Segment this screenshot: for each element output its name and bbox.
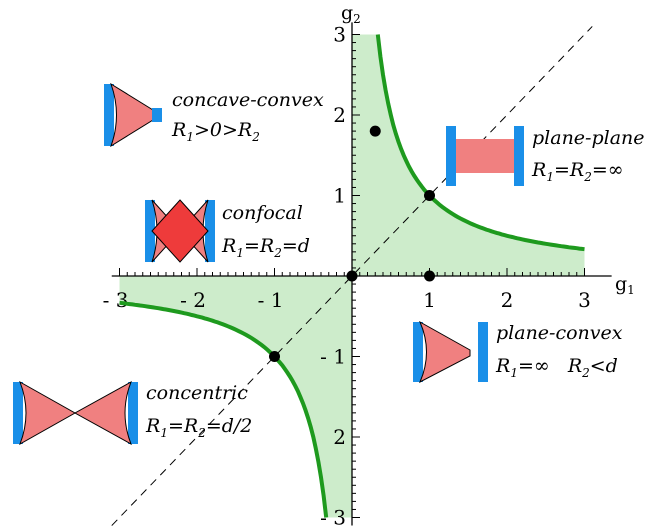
x-axis-ticks: - 3 - 2 - 1 1 2 3	[103, 268, 591, 312]
label-concentric: concentric R1=R2=d/2	[145, 382, 252, 440]
x-axis-label: g1	[615, 273, 635, 297]
plane-plane-condition: R1=R2=∞	[531, 159, 624, 184]
y-tick-label: 1	[333, 184, 346, 208]
concentric-name: concentric	[146, 382, 248, 404]
y-tick-label: 3	[333, 23, 346, 47]
label-concave-convex: concave-convex R1>0>R2	[171, 89, 324, 144]
plane-plane-cavity-icon	[446, 126, 524, 186]
x-tick-label: 3	[578, 288, 591, 312]
label-plane-plane: plane-plane R1=R2=∞	[531, 127, 645, 184]
x-tick-label: 1	[423, 288, 436, 312]
stable-region	[119, 34, 585, 518]
label-plane-convex: plane-convex R1=∞ R2<d	[495, 322, 623, 380]
y-tick-label: - 1	[320, 345, 346, 369]
axes: - 3 - 2 - 1 1 2 3 3 2 1 - 1 2 - 3	[103, 22, 612, 530]
configuration-point	[424, 270, 435, 282]
configuration-points	[269, 125, 435, 362]
concave-convex-condition: R1>0>R2	[171, 119, 260, 144]
diagonal-dashed-line	[111, 26, 593, 526]
confocal-cavity-icon	[145, 199, 215, 263]
x-tick-label: - 1	[258, 288, 284, 312]
concentric-cavity-icon	[13, 380, 138, 446]
y-tick-label: 2	[333, 425, 346, 449]
configuration-point	[424, 190, 435, 201]
stable-region-first-quadrant	[352, 34, 585, 276]
plane-convex-name: plane-convex	[496, 322, 623, 344]
y-tick-label: 2	[333, 103, 346, 127]
plane-convex-condition: R1=∞ R2<d	[495, 355, 618, 380]
configuration-point	[369, 125, 381, 137]
label-confocal: confocal R1=R2=d	[221, 202, 310, 260]
plane-plane-name: plane-plane	[532, 127, 645, 149]
x-tick-label: - 3	[103, 288, 129, 312]
configuration-point	[346, 270, 358, 282]
stability-boundary	[119, 34, 585, 518]
concentric-condition: R1=R2=d/2	[145, 415, 252, 440]
configuration-point	[269, 351, 280, 362]
concave-convex-cavity-icon	[104, 82, 162, 148]
concave-convex-name: concave-convex	[172, 89, 324, 111]
confocal-condition: R1=R2=d	[221, 235, 310, 260]
x-tick-label: 2	[501, 288, 514, 312]
plane-convex-cavity-icon	[413, 320, 488, 384]
x-tick-label: - 2	[180, 288, 206, 312]
stable-region-third-quadrant	[119, 276, 352, 518]
y-axis-label: g2	[341, 2, 361, 26]
hyperbola-third-quadrant	[119, 300, 329, 518]
hyperbola-first-quadrant	[375, 34, 585, 252]
confocal-name: confocal	[222, 202, 303, 224]
